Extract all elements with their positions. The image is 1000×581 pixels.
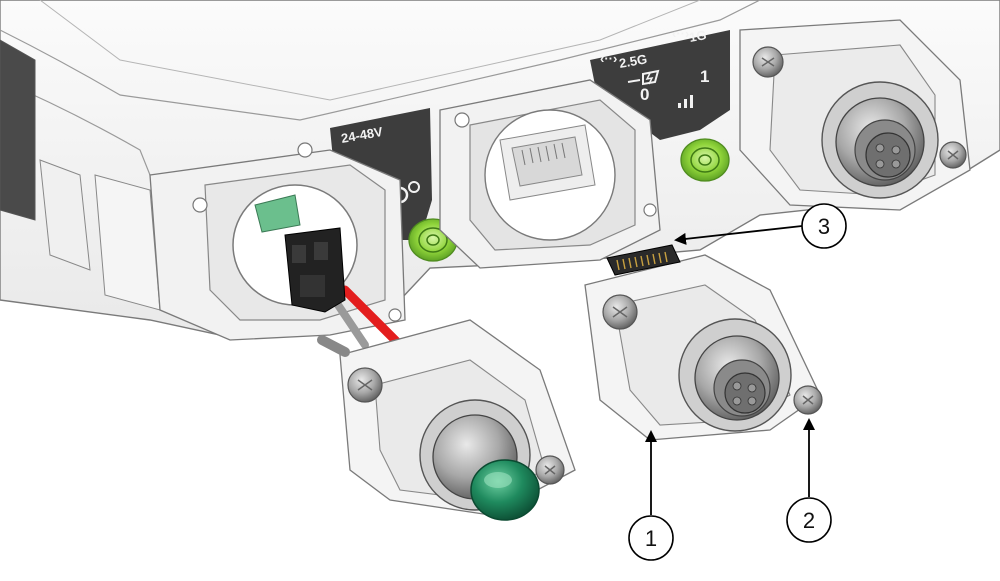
signal-bars-icon xyxy=(678,95,693,108)
ethernet-port-opening xyxy=(439,79,661,269)
green-latch-right xyxy=(680,138,730,182)
connector-pins xyxy=(875,143,901,169)
power-label: 24-48V xyxy=(340,124,384,146)
mounting-screw-icon xyxy=(793,385,823,415)
port-1-label: 1 xyxy=(700,67,709,86)
callout-2: 2 xyxy=(786,418,832,543)
arrow-left-right-icon: ‹··› xyxy=(600,51,617,66)
arrow-left-right-icon: ‹··› xyxy=(672,26,689,41)
callout-2-number: 2 xyxy=(803,508,815,533)
callout-1-number: 1 xyxy=(645,526,657,551)
connector-pins xyxy=(732,381,757,406)
speed-1g-label: 1G xyxy=(688,27,708,45)
callout-1: 1 xyxy=(628,430,674,561)
flex-ribbon-connector xyxy=(606,244,681,276)
detached-m12-connector xyxy=(584,244,823,441)
rj45-contacts xyxy=(521,142,566,166)
mounting-screw-icon xyxy=(602,294,638,330)
poe-icon xyxy=(627,69,660,86)
mounting-screw-icon xyxy=(535,455,565,485)
speed-2g5-label: 2.5G xyxy=(618,51,648,71)
mounting-screw-icon xyxy=(752,46,784,78)
mounted-m12-connector xyxy=(739,19,971,211)
power-plug-connector xyxy=(284,227,346,313)
callout-3-number: 3 xyxy=(818,214,830,239)
callout-3: 3 xyxy=(674,203,847,249)
port-0-label: 0 xyxy=(640,85,649,104)
detached-connector-with-cap xyxy=(317,319,576,521)
mounting-screw-icon xyxy=(347,367,383,403)
mounting-screw-icon xyxy=(939,141,967,169)
